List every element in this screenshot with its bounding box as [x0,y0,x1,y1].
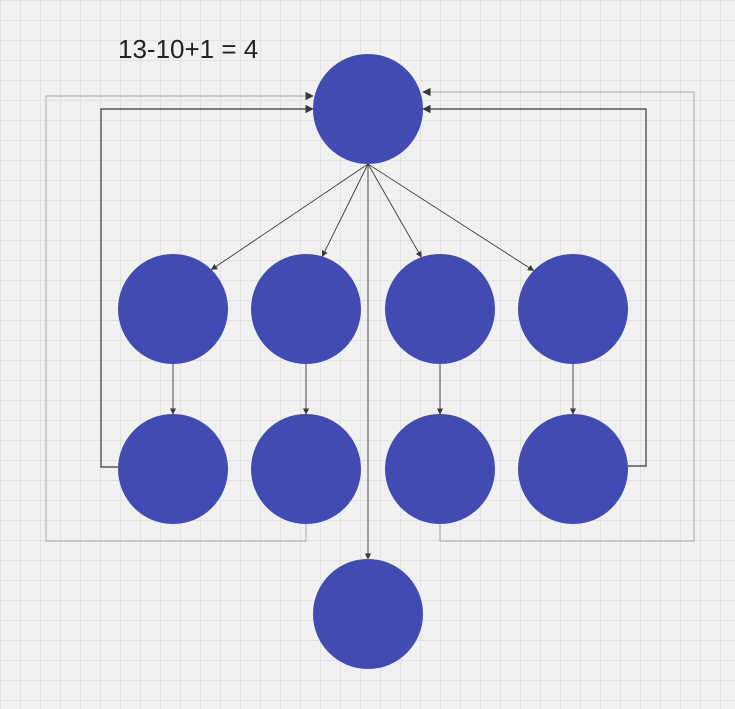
node-bottom[interactable] [313,559,423,669]
node-low-1[interactable] [118,414,228,524]
edge-top-to-mid-4 [367,163,535,271]
edge-top-to-mid-1 [210,163,369,270]
edge-top-to-mid-3 [367,163,422,258]
edge-low-1-to-top [100,104,314,468]
node-mid-3[interactable] [385,254,495,364]
edge-layer [45,87,695,560]
node-mid-4[interactable] [518,254,628,364]
node-mid-1[interactable] [118,254,228,364]
edge-low-3-to-top [422,87,695,542]
edge-top-to-mid-2 [321,163,369,258]
node-low-4[interactable] [518,414,628,524]
edge-low-2-to-top [45,91,314,542]
node-mid-2[interactable] [251,254,361,364]
node-low-2[interactable] [251,414,361,524]
node-low-3[interactable] [385,414,495,524]
edge-low-4-to-top [422,104,647,467]
node-top[interactable] [313,54,423,164]
node-layer [118,54,628,669]
formula-label: 13-10+1 = 4 [118,34,259,64]
